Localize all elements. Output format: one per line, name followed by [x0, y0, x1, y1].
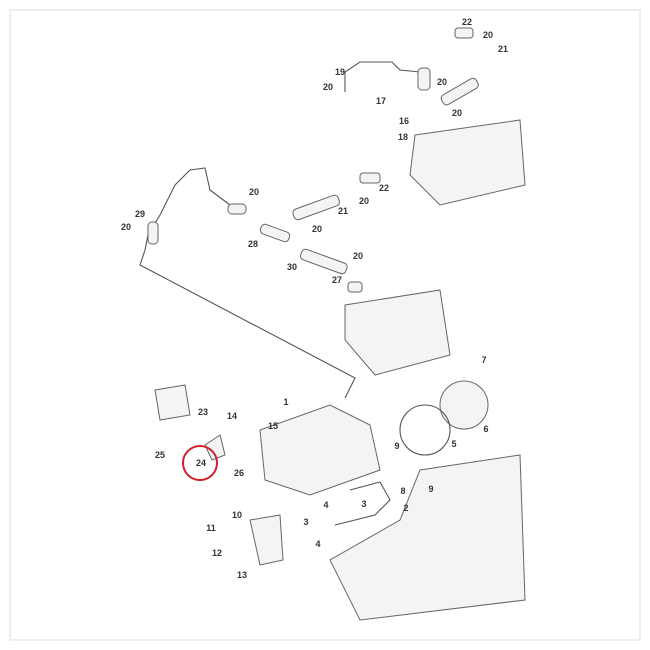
fitting-28 [259, 223, 291, 243]
callout-6: 6 [483, 424, 488, 434]
callout-7: 7 [481, 355, 486, 365]
callout-5: 5 [451, 439, 456, 449]
callout-12: 12 [212, 548, 222, 558]
callout-13: 13 [237, 570, 247, 580]
gasket-24 [204, 434, 226, 461]
pump-return-line [139, 249, 356, 399]
highlight-circle-24 [182, 445, 218, 481]
callout-21: 21 [498, 44, 508, 54]
callout-8: 8 [400, 486, 405, 496]
gasket-5 [399, 404, 451, 456]
callout-18: 18 [398, 132, 408, 142]
callout-20: 20 [121, 222, 131, 232]
callout-3: 3 [361, 499, 366, 509]
callout-23: 23 [198, 407, 208, 417]
callout-26: 26 [234, 468, 244, 478]
callout-2: 2 [403, 503, 408, 513]
callout-20: 20 [353, 251, 363, 261]
callout-21: 21 [338, 206, 348, 216]
injection-pump [259, 404, 381, 496]
callout-3: 3 [303, 517, 308, 527]
callout-22: 22 [462, 17, 472, 27]
callout-25: 25 [155, 450, 165, 460]
hose-21 [292, 194, 340, 221]
callout-16: 16 [399, 116, 409, 126]
engine-block [329, 454, 526, 621]
callout-20: 20 [359, 196, 369, 206]
callout-20: 20 [437, 77, 447, 87]
nozzle-27 [347, 281, 363, 293]
callout-1: 1 [283, 397, 288, 407]
flywheel [439, 380, 489, 430]
cylinder-head-mid [344, 289, 451, 376]
cylinder-head-top [409, 119, 526, 206]
callout-11: 11 [206, 523, 216, 533]
hose-30 [300, 248, 348, 275]
callout-4: 4 [315, 539, 320, 549]
callout-22: 22 [379, 183, 389, 193]
callout-4: 4 [323, 500, 328, 510]
callout-9: 9 [428, 484, 433, 494]
nozzle-22 [359, 172, 381, 184]
callout-20: 20 [249, 187, 259, 197]
pipe-2 [334, 481, 391, 526]
hose-top-19 [417, 67, 431, 91]
callout-17: 17 [376, 96, 386, 106]
hose-left [227, 203, 247, 215]
callout-15: 15 [268, 421, 278, 431]
callout-9: 9 [394, 441, 399, 451]
nozzle-top-22 [454, 27, 474, 39]
callout-20: 20 [452, 108, 462, 118]
callout-24: 24 [196, 458, 206, 468]
frame [9, 9, 641, 641]
callout-14: 14 [227, 411, 237, 421]
hose-top-21 [440, 77, 479, 106]
callout-28: 28 [248, 239, 258, 249]
callout-27: 27 [332, 275, 342, 285]
hose-29 [147, 221, 159, 245]
callout-10: 10 [232, 510, 242, 520]
callout-20: 20 [323, 82, 333, 92]
bracket-10 [249, 514, 284, 566]
callout-20: 20 [312, 224, 322, 234]
fuel-filter-23 [154, 384, 191, 421]
callout-29: 29 [135, 209, 145, 219]
callout-30: 30 [287, 262, 297, 272]
injector-line-top [344, 61, 421, 92]
callout-19: 19 [335, 67, 345, 77]
callout-20: 20 [483, 30, 493, 40]
